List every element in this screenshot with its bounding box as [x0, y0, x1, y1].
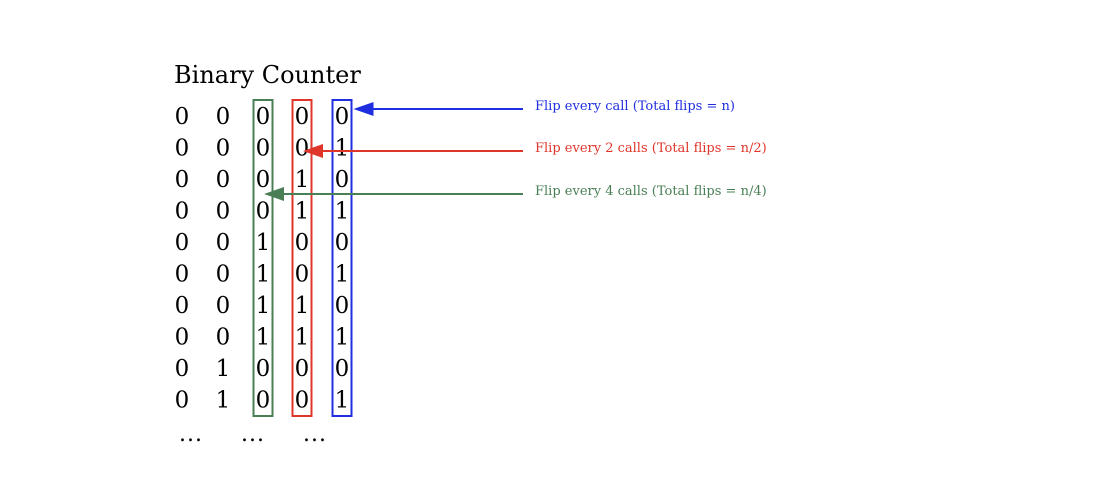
- bit-r1-c3: 0: [295, 136, 310, 162]
- diagram-title: Binary Counter: [174, 61, 361, 89]
- arrow-head-0: [353, 102, 374, 116]
- bit-r0-c1: 0: [216, 104, 231, 130]
- bit-r9-c2: 0: [256, 388, 271, 414]
- bit-r7-c4: 1: [335, 325, 350, 351]
- bit-r2-c1: 0: [216, 167, 231, 193]
- bit-r7-c2: 1: [256, 325, 271, 351]
- arrow-head-2: [264, 187, 284, 201]
- annotation-label-1: Flip every 2 calls (Total flips = n/2): [535, 141, 767, 156]
- bit-r3-c2: 0: [256, 199, 271, 225]
- highlight-box-2: [252, 99, 274, 417]
- annotation-label-2: Flip every 4 calls (Total flips = n/4): [535, 184, 767, 199]
- bit-r8-c1: 1: [216, 356, 231, 382]
- bit-r9-c3: 0: [295, 388, 310, 414]
- bit-r3-c0: 0: [175, 199, 190, 225]
- bit-r8-c0: 0: [175, 356, 190, 382]
- bit-r2-c0: 0: [175, 167, 190, 193]
- bit-r2-c4: 0: [335, 167, 350, 193]
- bit-r3-c1: 0: [216, 199, 231, 225]
- bit-r7-c1: 0: [216, 325, 231, 351]
- bit-r0-c2: 0: [256, 104, 271, 130]
- bit-r5-c4: 1: [335, 262, 350, 288]
- ellipsis-1: ...: [241, 422, 265, 447]
- bit-r7-c0: 0: [175, 325, 190, 351]
- bit-r6-c4: 0: [335, 293, 350, 319]
- bit-r9-c0: 0: [175, 388, 190, 414]
- bit-r6-c2: 1: [256, 293, 271, 319]
- bit-r4-c1: 0: [216, 230, 231, 256]
- bit-r0-c0: 0: [175, 104, 190, 130]
- column-highlights: [252, 99, 353, 417]
- bit-r0-c3: 0: [295, 104, 310, 130]
- bit-r5-c3: 0: [295, 262, 310, 288]
- highlight-box-0: [331, 99, 353, 417]
- bit-r4-c2: 1: [256, 230, 271, 256]
- bit-r8-c4: 0: [335, 356, 350, 382]
- bit-r8-c2: 0: [256, 356, 271, 382]
- bit-r8-c3: 0: [295, 356, 310, 382]
- bit-r1-c4: 1: [335, 136, 350, 162]
- bit-r1-c2: 0: [256, 136, 271, 162]
- bit-r1-c1: 0: [216, 136, 231, 162]
- bit-r9-c4: 1: [335, 388, 350, 414]
- bit-r9-c1: 1: [216, 388, 231, 414]
- bit-r5-c0: 0: [175, 262, 190, 288]
- bit-r3-c3: 1: [295, 199, 310, 225]
- bit-r6-c3: 1: [295, 293, 310, 319]
- bit-r4-c3: 0: [295, 230, 310, 256]
- continuation-dots: .........: [179, 422, 327, 447]
- bit-r2-c2: 0: [256, 167, 271, 193]
- bit-r4-c4: 0: [335, 230, 350, 256]
- bit-r7-c3: 1: [295, 325, 310, 351]
- bit-r5-c1: 0: [216, 262, 231, 288]
- bit-r2-c3: 1: [295, 167, 310, 193]
- bit-r6-c0: 0: [175, 293, 190, 319]
- bit-r1-c0: 0: [175, 136, 190, 162]
- highlight-box-1: [291, 99, 313, 417]
- bit-r3-c4: 1: [335, 199, 350, 225]
- bit-r4-c0: 0: [175, 230, 190, 256]
- ellipsis-0: ...: [179, 422, 203, 447]
- ellipsis-2: ...: [303, 422, 327, 447]
- bit-r6-c1: 0: [216, 293, 231, 319]
- bit-r0-c4: 0: [335, 104, 350, 130]
- bit-r5-c2: 1: [256, 262, 271, 288]
- arrow-head-1: [303, 144, 323, 158]
- annotation-arrows: Flip every call (Total flips = n) Flip ev…: [264, 99, 767, 201]
- annotation-label-0: Flip every call (Total flips = n): [535, 99, 735, 114]
